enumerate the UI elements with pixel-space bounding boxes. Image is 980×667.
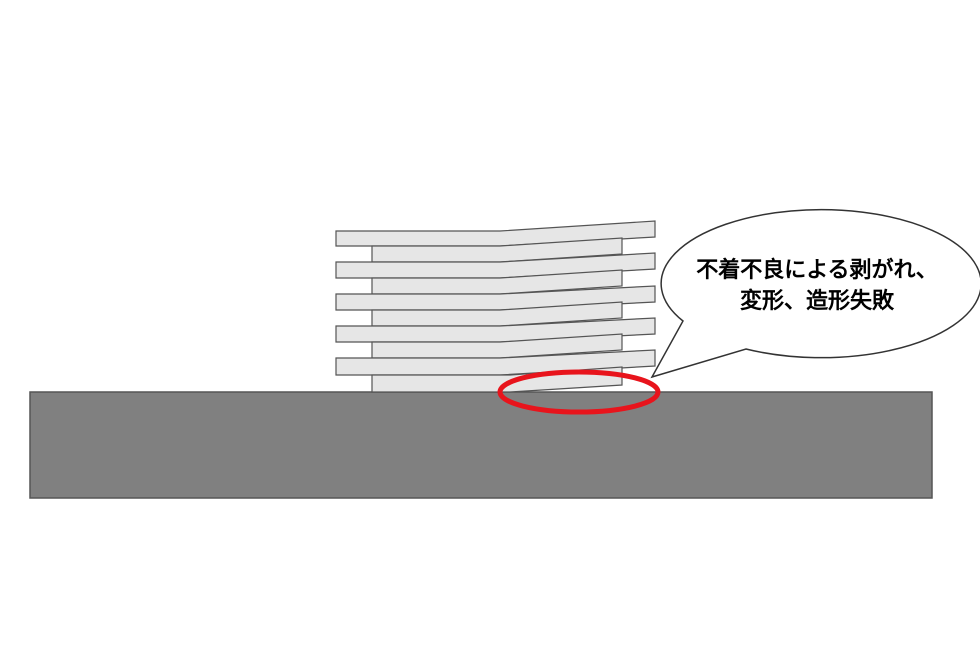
layer (335, 285, 656, 311)
callout-text: 不着不良による剥がれ、 変形、造形失敗 (662, 255, 972, 317)
layer (335, 349, 656, 376)
layer (335, 220, 656, 247)
callout-line-1: 不着不良による剥がれ、 (696, 258, 938, 283)
warping-highlight-ellipse (497, 369, 661, 415)
layer (335, 252, 656, 279)
callout-line-2: 変形、造形失敗 (739, 289, 894, 314)
speech-bubble (650, 208, 980, 379)
build-plate (29, 391, 933, 499)
layer (335, 317, 656, 343)
printed-part-layers (335, 220, 656, 393)
